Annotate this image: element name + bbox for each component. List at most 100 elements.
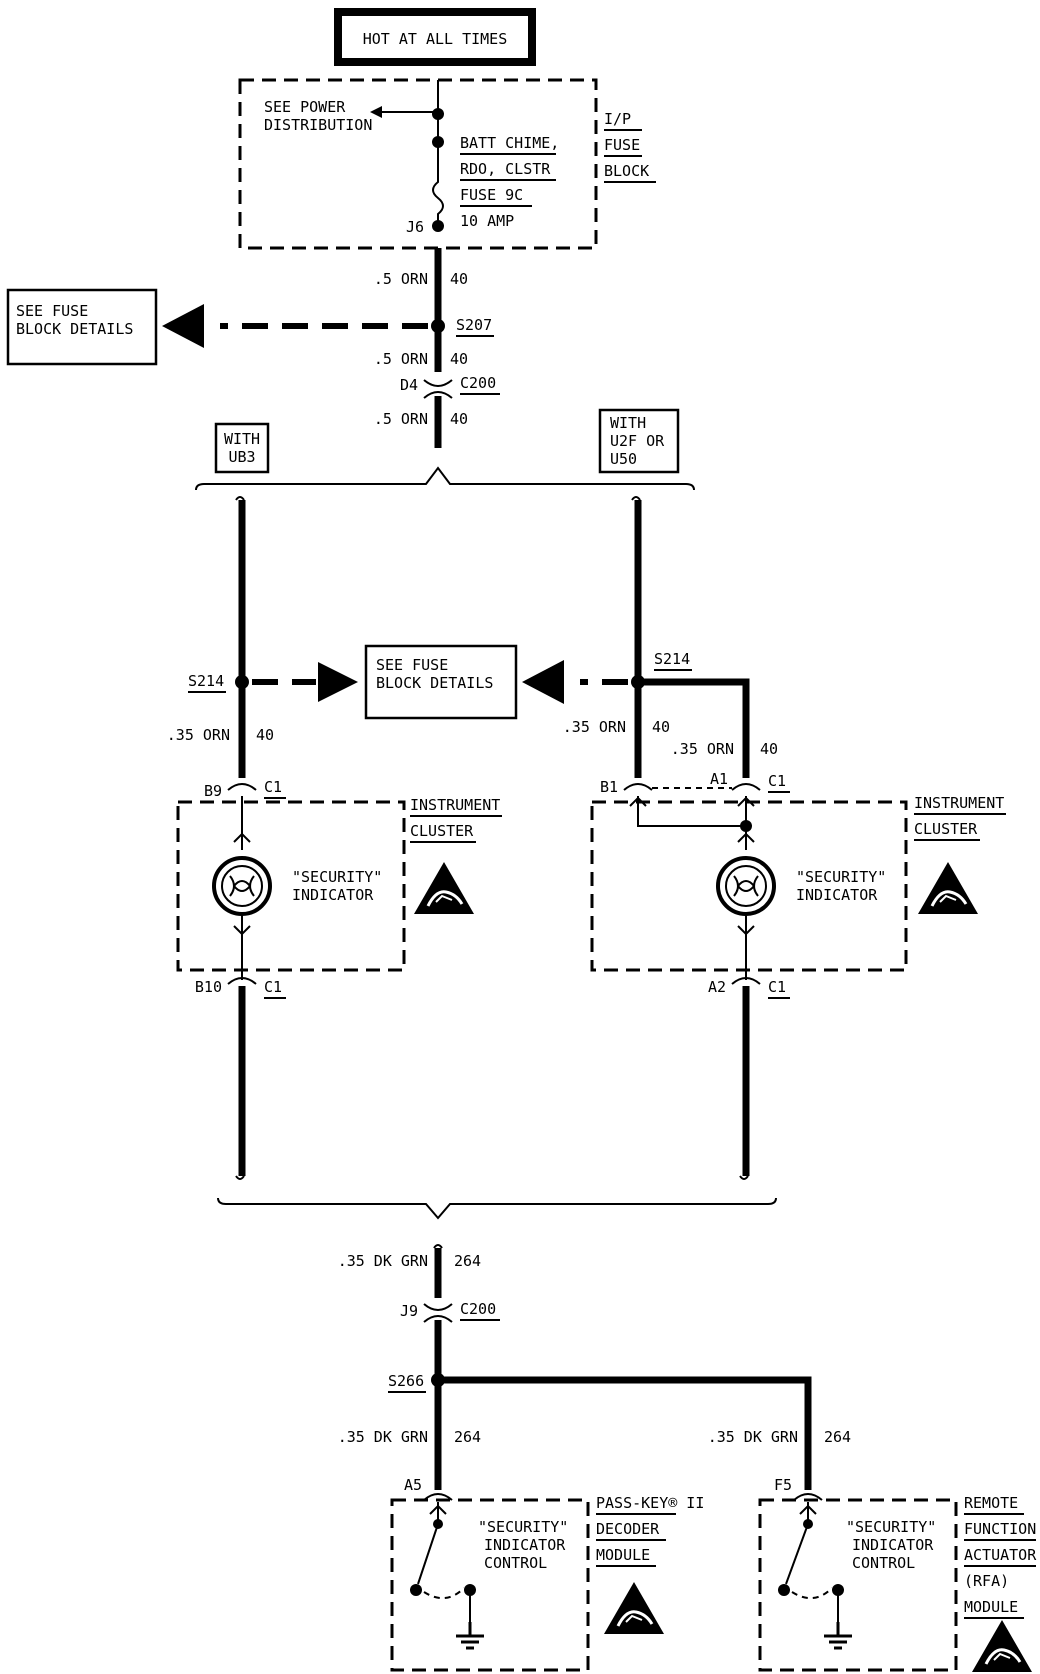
left-module-name1: PASS-KEY® II (596, 1494, 704, 1512)
option-u2f-line1: WITH (610, 414, 646, 432)
left-indicator-line1: "SECURITY" (292, 868, 382, 886)
c200-pin-d4: D4 (400, 376, 418, 394)
right-pin-b1: B1 (600, 778, 618, 796)
left-wire-circuit: 40 (256, 726, 274, 744)
see-fuse-mid-line1: SEE FUSE (376, 656, 448, 674)
see-fuse-mid-line2: BLOCK DETAILS (376, 674, 493, 692)
lower-wire-circuit: 264 (454, 1252, 481, 1270)
right-module-name3: ACTUATOR (964, 1546, 1037, 1564)
wire-circuit-1: 40 (450, 270, 468, 288)
fuse-block-title1: I/P (604, 110, 631, 128)
left-pin-a5: A5 (404, 1476, 422, 1494)
fuse-icon (432, 142, 444, 224)
right-control-line2: INDICATOR (852, 1536, 934, 1554)
wire-circuit-3: 40 (450, 410, 468, 428)
hot-label: HOT AT ALL TIMES (363, 30, 508, 48)
see-fuse-top-line1: SEE FUSE (16, 302, 88, 320)
passkey-decoder-module (390, 1498, 590, 1672)
fuse-line4: 10 AMP (460, 212, 514, 230)
right-conn-c1-top: C1 (768, 772, 786, 790)
splice-s207-label: S207 (456, 316, 492, 334)
right-module-name1: REMOTE (964, 1494, 1018, 1512)
security-bulb-icon (212, 856, 272, 916)
arrow-left-icon (162, 304, 204, 348)
esd-sensitive-icon (602, 1580, 666, 1636)
see-fuse-top-line2: BLOCK DETAILS (16, 320, 133, 338)
left-pin-b9: B9 (204, 782, 222, 800)
see-fuse-details-box-mid (364, 644, 518, 720)
terminal-j6: J6 (406, 218, 424, 236)
c200-lower-label: C200 (460, 1300, 496, 1318)
connector-c200-upper: D4 C200 (400, 374, 500, 399)
esd-sensitive-icon (970, 1618, 1034, 1674)
esd-sensitive-icon (412, 860, 476, 916)
wire-size-1: .5 ORN (374, 270, 428, 288)
right-module-line2: CLUSTER (914, 820, 978, 838)
right-conn-c1-bottom: C1 (768, 978, 786, 996)
lower-left-wire-circuit: 264 (454, 1428, 481, 1446)
right-module-name4: (RFA) (964, 1572, 1009, 1590)
fuse-line2: RDO, CLSTR (460, 160, 551, 178)
lower-wire-size: .35 DK GRN (338, 1252, 428, 1270)
wire-size-3: .5 ORN (374, 410, 428, 428)
security-bulb-icon (716, 856, 776, 916)
ground-icon (822, 1620, 854, 1650)
see-power-line1: SEE POWER (264, 98, 346, 116)
right-indicator-line1: "SECURITY" (796, 868, 886, 886)
left-pin-b10: B10 (195, 978, 222, 996)
fuse-block-title3: BLOCK (604, 162, 649, 180)
rfa-module (758, 1498, 958, 1672)
hot-at-all-times-box: HOT AT ALL TIMES (334, 8, 536, 66)
branch-brace-bottom (217, 1197, 777, 1220)
switch-icon (785, 1523, 809, 1585)
lower-left-wire-size: .35 DK GRN (338, 1428, 428, 1446)
option-ub3-line2: UB3 (228, 448, 255, 466)
left-indicator-line2: INDICATOR (292, 886, 374, 904)
left-module-line1: INSTRUMENT (410, 796, 500, 814)
see-fuse-details-box-top (6, 288, 158, 366)
option-u2f-line3: U50 (610, 450, 637, 468)
splice-s266-label: S266 (388, 1372, 424, 1390)
fuse-block-title2: FUSE (604, 136, 640, 154)
splice-s214-left (235, 675, 249, 689)
splice-s214-left-label: S214 (188, 672, 224, 690)
right-wire2-size: .35 ORN (671, 740, 734, 758)
left-conn-c1-bottom: C1 (264, 978, 282, 996)
right-pin-a1: A1 (710, 770, 728, 788)
option-ub3-box (214, 422, 270, 474)
branch-brace-top (195, 466, 695, 491)
left-conn-c1-top: C1 (264, 778, 282, 796)
right-module-line1: INSTRUMENT (914, 794, 1004, 812)
splice-s214-right-label: S214 (654, 650, 690, 668)
lower-right-wire-circuit: 264 (824, 1428, 851, 1446)
option-u2f-line2: U2F OR (610, 432, 665, 450)
see-power-line2: DISTRIBUTION (264, 116, 372, 134)
fuse-line3: FUSE 9C (460, 186, 523, 204)
c200-pin-j9: J9 (400, 1302, 418, 1320)
fuse-line1: BATT CHIME, (460, 134, 559, 152)
right-wire1-size: .35 ORN (563, 718, 626, 736)
arrow-right-icon (318, 662, 358, 702)
right-module-name5: MODULE (964, 1598, 1018, 1616)
instrument-cluster-left (176, 800, 406, 972)
esd-sensitive-icon (916, 860, 980, 916)
right-wire1-circuit: 40 (652, 718, 670, 736)
ground-icon (454, 1620, 486, 1650)
right-pin-f5: F5 (774, 1476, 792, 1494)
option-u2f-box (598, 408, 680, 474)
right-control-line1: "SECURITY" (846, 1518, 936, 1536)
right-indicator-line2: INDICATOR (796, 886, 878, 904)
left-module-line2: CLUSTER (410, 822, 474, 840)
switch-icon (417, 1523, 439, 1585)
left-wire-size: .35 ORN (167, 726, 230, 744)
left-module-name2: DECODER (596, 1520, 660, 1538)
wire-circuit-2: 40 (450, 350, 468, 368)
arrow-left-icon (370, 106, 382, 118)
right-wire2-circuit: 40 (760, 740, 778, 758)
c200-upper-label: C200 (460, 374, 496, 392)
option-ub3-line1: WITH (224, 430, 260, 448)
right-pin-a2: A2 (708, 978, 726, 996)
left-control-line3: CONTROL (484, 1554, 547, 1572)
splice-s207 (431, 319, 445, 333)
